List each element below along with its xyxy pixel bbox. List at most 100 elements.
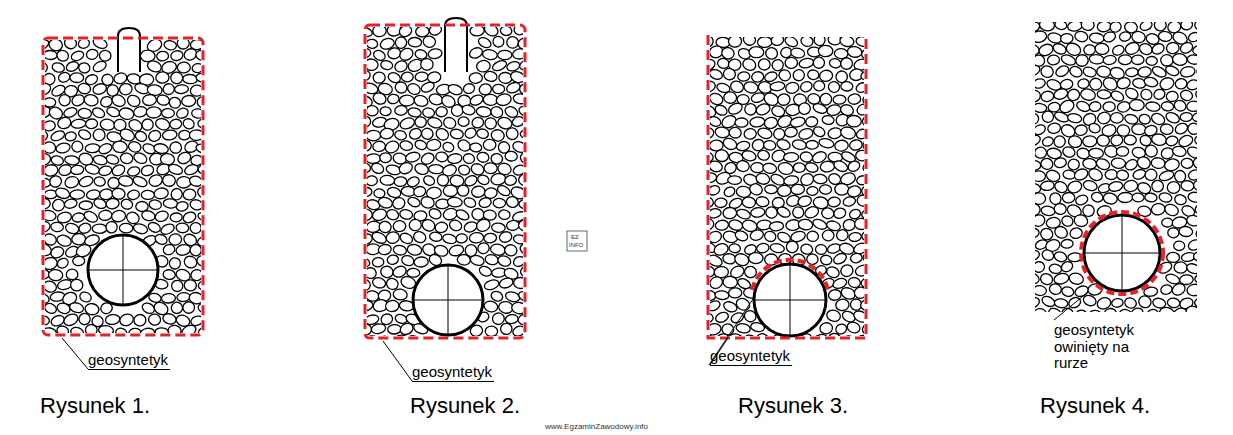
gravel-stone xyxy=(490,334,506,336)
gravel-stone xyxy=(169,233,182,245)
gravel-stone xyxy=(1104,308,1117,312)
gravel-stone xyxy=(392,333,409,336)
gravel-stone xyxy=(92,224,107,233)
gravel-stone xyxy=(427,71,442,84)
gravel-stone xyxy=(45,120,56,132)
gravel-stone xyxy=(1174,193,1188,206)
gravel-stone xyxy=(146,107,161,118)
geosynthetic-wrap xyxy=(365,25,525,338)
gravel-stone xyxy=(833,207,847,220)
gravel-stone xyxy=(71,212,85,223)
gravel-stone xyxy=(710,334,718,336)
gravel-stone xyxy=(176,40,190,50)
gravel-stone xyxy=(476,241,491,256)
gravel-stone xyxy=(757,37,772,48)
gravel-stone xyxy=(45,140,57,156)
gravel-stone xyxy=(154,117,171,132)
gravel-stone xyxy=(755,196,769,208)
gravel-stone xyxy=(751,71,765,83)
gravel-stone xyxy=(367,130,381,141)
gravel-stone xyxy=(846,115,861,127)
gravel-stone xyxy=(1132,193,1144,202)
gravel-stone xyxy=(394,105,407,115)
gravel-stone xyxy=(1124,135,1137,145)
gravel-stone xyxy=(156,51,169,62)
gravel-stone xyxy=(372,257,384,267)
gravel-stone xyxy=(170,50,184,62)
gravel-stone xyxy=(367,334,381,336)
gravel-stone xyxy=(463,196,478,209)
gravel-stone xyxy=(785,240,800,255)
gravel-stone xyxy=(857,194,864,206)
gravel-stone xyxy=(458,117,469,127)
gravel-stone xyxy=(815,244,827,255)
gravel-stone xyxy=(79,201,93,210)
gravel-group xyxy=(45,40,201,333)
gravel-stone xyxy=(147,128,163,143)
gravel-stone xyxy=(741,37,757,47)
gravel-stone xyxy=(380,175,395,186)
gravel-stone xyxy=(498,230,513,244)
gravel-stone xyxy=(714,126,730,139)
gravel-stone xyxy=(118,107,135,121)
gravel-stone xyxy=(1068,159,1079,170)
gravel-stone xyxy=(367,39,378,49)
gravel-stone xyxy=(83,93,99,107)
gravel-stone xyxy=(48,174,64,189)
gravel-stone xyxy=(1167,182,1180,194)
gravel-stone xyxy=(153,187,169,200)
gravel-stone xyxy=(176,292,190,302)
gravel-stone xyxy=(77,128,92,141)
gravel-stone xyxy=(722,276,738,289)
watermark: www.EgzaminZawodowy.info xyxy=(545,423,648,432)
gravel-stone xyxy=(1082,66,1097,79)
gravel-stone xyxy=(78,222,92,235)
gravel-stone xyxy=(112,140,128,153)
gravel-stone xyxy=(420,127,434,141)
callout-label: geosyntetyk owinięty na rurze xyxy=(1054,322,1138,372)
gravel-stone xyxy=(393,244,408,256)
gravel-stone xyxy=(738,71,750,81)
gravel-stone xyxy=(736,140,751,152)
gravel-stone xyxy=(196,95,201,110)
gravel-stone xyxy=(415,117,427,128)
gravel-stone xyxy=(78,175,95,189)
gravel-stone xyxy=(196,73,201,83)
gravel-stone xyxy=(1042,110,1054,123)
gravel-stone xyxy=(811,217,828,231)
pipe-symbol xyxy=(754,264,826,336)
gravel-stone xyxy=(1168,228,1180,239)
gravel-stone xyxy=(734,229,750,243)
gravel-stone xyxy=(183,163,199,177)
gravel-stone xyxy=(757,126,774,140)
gravel-stone xyxy=(848,232,861,242)
gravel-stone xyxy=(741,57,758,73)
gravel-stone xyxy=(426,116,443,130)
gravel-stone xyxy=(1151,157,1166,169)
gravel-stone xyxy=(407,268,420,277)
gravel-stone xyxy=(757,149,771,161)
gravel-stone xyxy=(483,300,499,313)
gravel-stone xyxy=(91,106,106,120)
gravel-stone xyxy=(105,198,119,210)
gravel-stone xyxy=(1041,135,1054,147)
gravel-stone xyxy=(1035,161,1041,170)
gravel-stone xyxy=(197,118,201,129)
gravel-stone xyxy=(512,48,523,60)
gravel-stone xyxy=(1040,90,1054,102)
gravel-stone xyxy=(799,80,814,94)
gravel-stone xyxy=(1162,218,1173,227)
gravel-stone xyxy=(1129,99,1144,111)
gravel-stone xyxy=(367,69,372,84)
gravel-stone xyxy=(813,173,828,184)
gravel-stone xyxy=(710,68,724,81)
gravel-stone xyxy=(507,36,519,48)
gravel-stone xyxy=(132,175,149,189)
gravel-stone xyxy=(1123,180,1138,193)
gravel-stone xyxy=(476,173,490,186)
gravel-stone xyxy=(710,230,723,245)
gravel-stone xyxy=(505,314,519,324)
gravel-stone xyxy=(483,139,496,150)
gravel-stone xyxy=(505,151,518,162)
gravel-stone xyxy=(471,185,486,198)
